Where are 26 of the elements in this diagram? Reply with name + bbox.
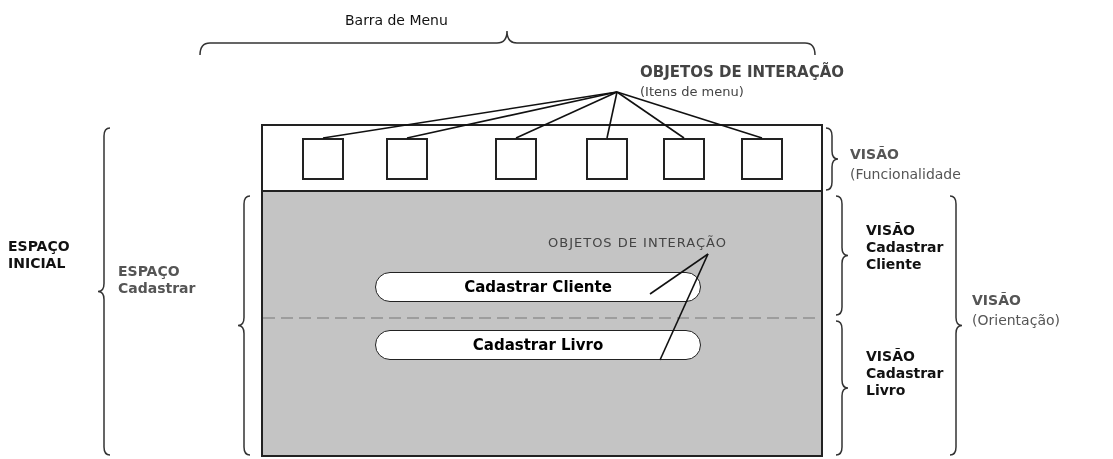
menu-item-box: [741, 138, 783, 180]
view-note: (Funcionalidade: [850, 166, 961, 183]
option-button: Cadastrar Livro: [375, 330, 701, 360]
view-label: VISÃO Cadastrar Livro: [866, 348, 945, 399]
menu-item-box: [586, 138, 628, 180]
brace-label: Barra de Menu: [345, 12, 448, 29]
space-label: ESPAÇO INICIAL: [8, 238, 71, 272]
leader-line: [616, 91, 685, 139]
menu-item-box: [495, 138, 537, 180]
leader-line: [406, 91, 618, 139]
menu-item-box: [302, 138, 344, 180]
view-label: VISÃO: [972, 292, 1021, 309]
view-note: (Orientação): [972, 312, 1060, 329]
leader-line: [606, 91, 618, 139]
leader-line: [649, 253, 709, 295]
view-label: VISÃO Cadastrar Cliente: [866, 222, 945, 273]
space-label: ESPAÇO Cadastrar: [118, 263, 197, 297]
callout-note: (Itens de menu): [640, 84, 744, 99]
callout-heading: OBJETOS DE INTERAÇÃO: [640, 63, 845, 81]
menu-item-box: [663, 138, 705, 180]
view-label: VISÃO: [850, 146, 899, 163]
callout-heading: OBJETOS DE INTERAÇÃO: [548, 235, 727, 250]
leader-line: [515, 91, 618, 139]
leader-line: [659, 253, 709, 361]
option-button: Cadastrar Cliente: [375, 272, 701, 302]
menu-item-box: [386, 138, 428, 180]
